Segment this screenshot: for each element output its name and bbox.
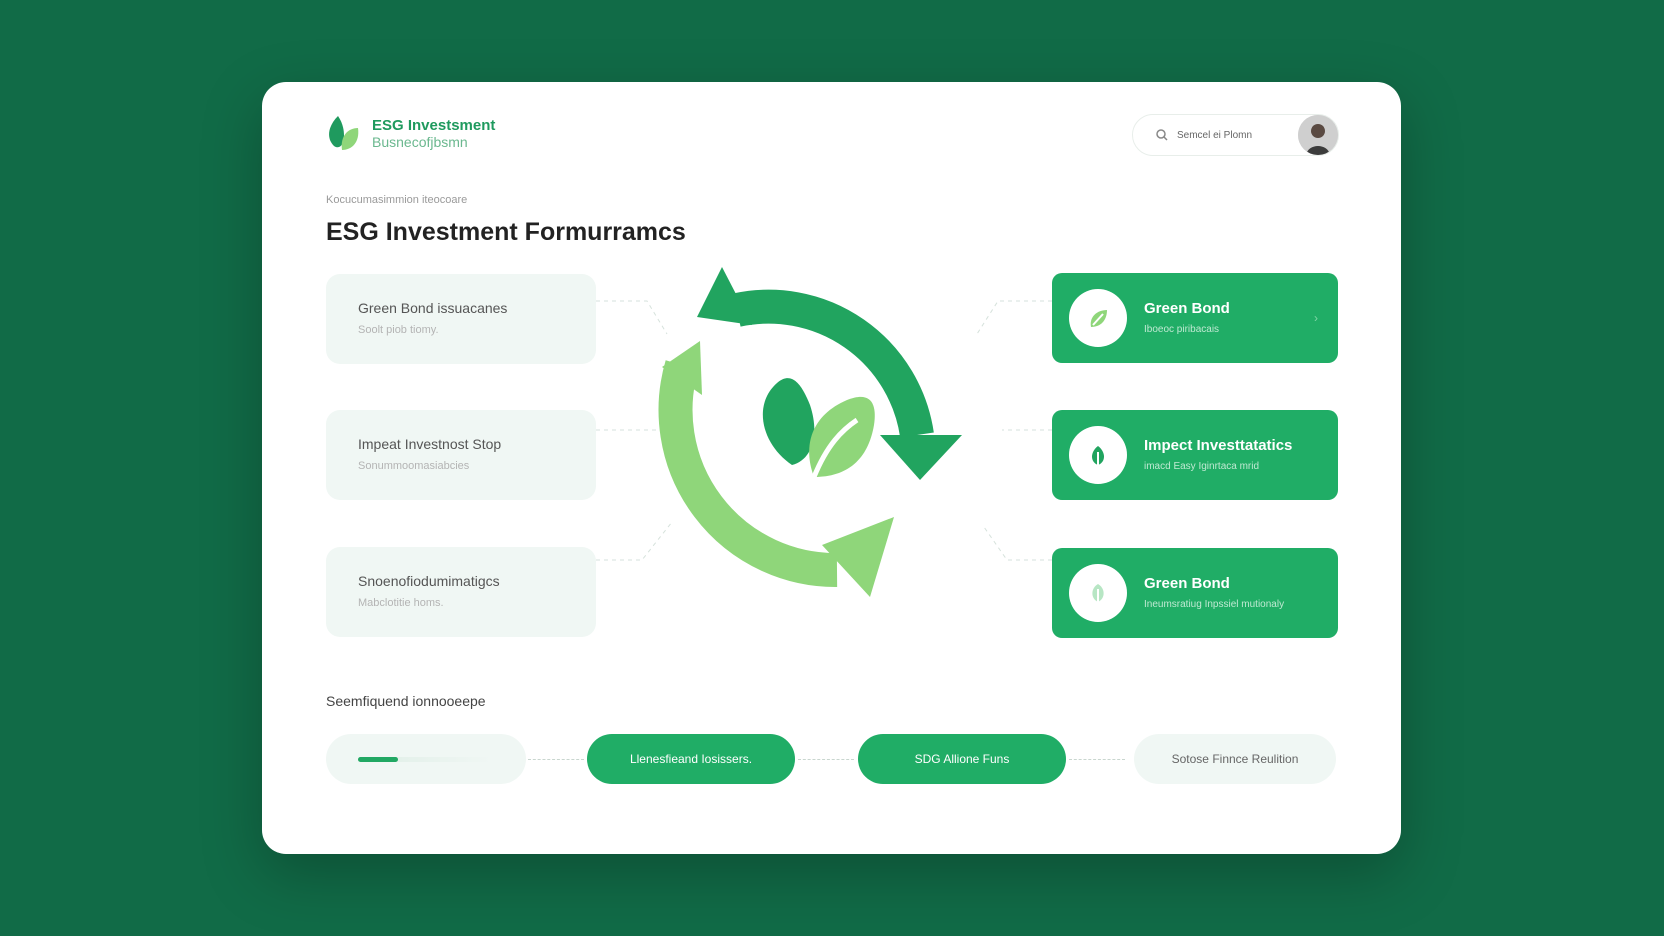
left-card-subtitle: Soolt piob tiomy.	[358, 324, 439, 336]
leaf-icon	[762, 378, 875, 478]
pill-connector	[528, 759, 584, 760]
left-card-green-bond-issuances[interactable]: Green Bond issuacanes Soolt piob tiomy.	[326, 274, 596, 364]
brand-subtitle: Busnecofjbsmn	[372, 134, 468, 150]
right-card-subtitle: imacd Easy Iginrtaca mrid	[1144, 461, 1260, 472]
search-label: Semcel ei Plomn	[1177, 129, 1253, 141]
right-card-green-bond[interactable]: Green Bond Iboeoc piribacais ›	[1052, 273, 1338, 363]
leaf-icon	[1069, 426, 1127, 484]
pill-label: Llenesfieand Iosissers.	[629, 752, 753, 766]
right-card-subtitle: Ineumsratiug Inpssiel mutionaly	[1144, 599, 1285, 610]
pill-button-sdg-alliance[interactable]: SDG Allione Funs	[858, 734, 1066, 784]
left-card-title: Green Bond issuacanes	[358, 300, 508, 316]
right-card-subtitle: Iboeoc piribacais	[1144, 324, 1220, 335]
right-card-green-bond-2[interactable]: Green Bond Ineumsratiug Inpssiel mutiona…	[1052, 548, 1338, 638]
left-card-impact-investment[interactable]: Impeat Investnost Stop Sonummoomasiabcie…	[326, 410, 596, 500]
progress-fill	[358, 757, 399, 762]
left-card-subtitle: Mabclotitie homs.	[358, 597, 444, 609]
left-card-sustainability[interactable]: Snoenofiodumimatigcs Mabclotitie homs.	[326, 547, 596, 637]
right-card-title: Green Bond	[1144, 300, 1230, 317]
right-card-title: Green Bond	[1144, 575, 1230, 592]
leaf-icon	[1069, 564, 1127, 622]
chevron-right-icon: ›	[1314, 311, 1318, 325]
progress-track	[358, 757, 492, 762]
breadcrumb[interactable]: Kocucumasimmion iteocoare	[326, 194, 468, 206]
right-card-title: Impect Investtatatics	[1144, 437, 1293, 454]
connector-lines	[596, 300, 1052, 561]
pill-label: Sotose Finnce Reulition	[1171, 752, 1299, 766]
left-card-subtitle: Sonummoomasiabcies	[358, 460, 470, 472]
left-card-title: Snoenofiodumimatigcs	[358, 573, 500, 589]
leaf-logo-icon	[329, 116, 359, 150]
avatar[interactable]	[1298, 115, 1338, 155]
pill-connector	[1069, 759, 1125, 760]
pill-label: SDG Allione Funs	[914, 752, 1010, 766]
left-card-title: Impeat Investnost Stop	[358, 436, 502, 452]
recycle-arrows-icon	[658, 267, 962, 597]
main-card: ESG Investsment Busnecofjbsmn Semcel ei …	[262, 82, 1401, 854]
search-bar[interactable]: Semcel ei Plomn	[1132, 114, 1339, 156]
right-card-impact-investment[interactable]: Impect Investtatatics imacd Easy Iginrta…	[1052, 410, 1338, 500]
pill-button-investors[interactable]: Llenesfieand Iosissers.	[587, 734, 795, 784]
brand-name: ESG Investsment	[372, 117, 496, 134]
section-label: Seemfiquend ionnooeepe	[326, 693, 486, 709]
search-icon	[1156, 129, 1168, 141]
pill-button-finance[interactable]: Sotose Finnce Reulition	[1134, 734, 1336, 784]
page-title: ESG Investment Formurramcs	[326, 218, 686, 246]
pill-connector	[798, 759, 854, 760]
avatar-icon	[1298, 115, 1338, 155]
brand[interactable]: ESG Investsment Busnecofjbsmn	[324, 114, 495, 154]
leaf-icon	[1069, 289, 1127, 347]
progress-pill	[326, 734, 526, 784]
